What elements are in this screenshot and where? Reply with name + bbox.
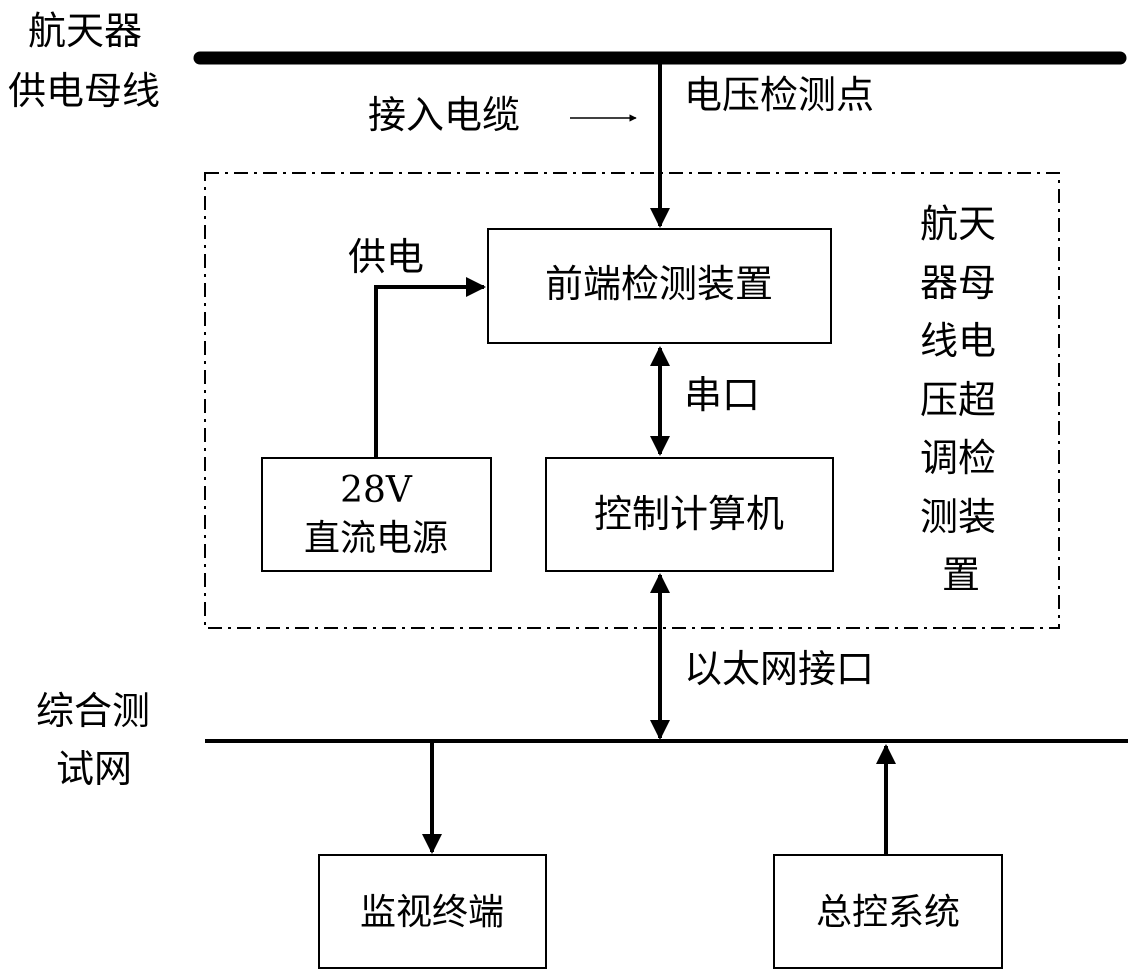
voltage-detection-point-label: 电压检测点 — [684, 73, 874, 117]
detection-device-title: 航天 器母 线电 压超 调检 测装 置 — [920, 202, 996, 597]
master-control-box — [773, 854, 1003, 969]
svg-text:压超: 压超 — [920, 378, 996, 422]
svg-text:线电: 线电 — [920, 319, 996, 363]
monitor-terminal-label: 监视终端 — [360, 892, 504, 933]
test-network-title-line1: 综合测 — [36, 689, 150, 733]
power-bus-title-line1: 航天器 — [28, 9, 142, 53]
front-end-detection-label: 前端检测装置 — [545, 262, 773, 306]
svg-text:航天: 航天 — [920, 202, 996, 246]
svg-text:置: 置 — [942, 553, 980, 597]
power-feed-label: 供电 — [348, 235, 424, 279]
test-network-title-line2: 试网 — [56, 747, 132, 791]
monitor-terminal-box — [318, 854, 547, 969]
detection-device-boundary — [204, 172, 1060, 629]
power-feed-arrow — [374, 277, 486, 458]
serial-link-label: 串口 — [684, 373, 760, 417]
front-end-detection-box — [487, 228, 832, 344]
svg-text:调检: 调检 — [920, 436, 996, 480]
dc-power-supply-box — [261, 457, 492, 572]
svg-text:测装: 测装 — [920, 495, 996, 539]
control-computer-label: 控制计算机 — [594, 492, 784, 536]
svg-text:器母: 器母 — [920, 261, 996, 305]
power-bus-title-line2: 供电母线 — [8, 69, 160, 113]
ethernet-link-label: 以太网接口 — [684, 647, 874, 691]
master-control-label: 总控系统 — [816, 892, 960, 933]
access-cable-label: 接入电缆 — [368, 93, 520, 137]
control-computer-box — [545, 457, 834, 572]
dc-power-supply-voltage: 28V — [340, 470, 413, 511]
dc-power-supply-label: 直流电源 — [304, 518, 448, 559]
